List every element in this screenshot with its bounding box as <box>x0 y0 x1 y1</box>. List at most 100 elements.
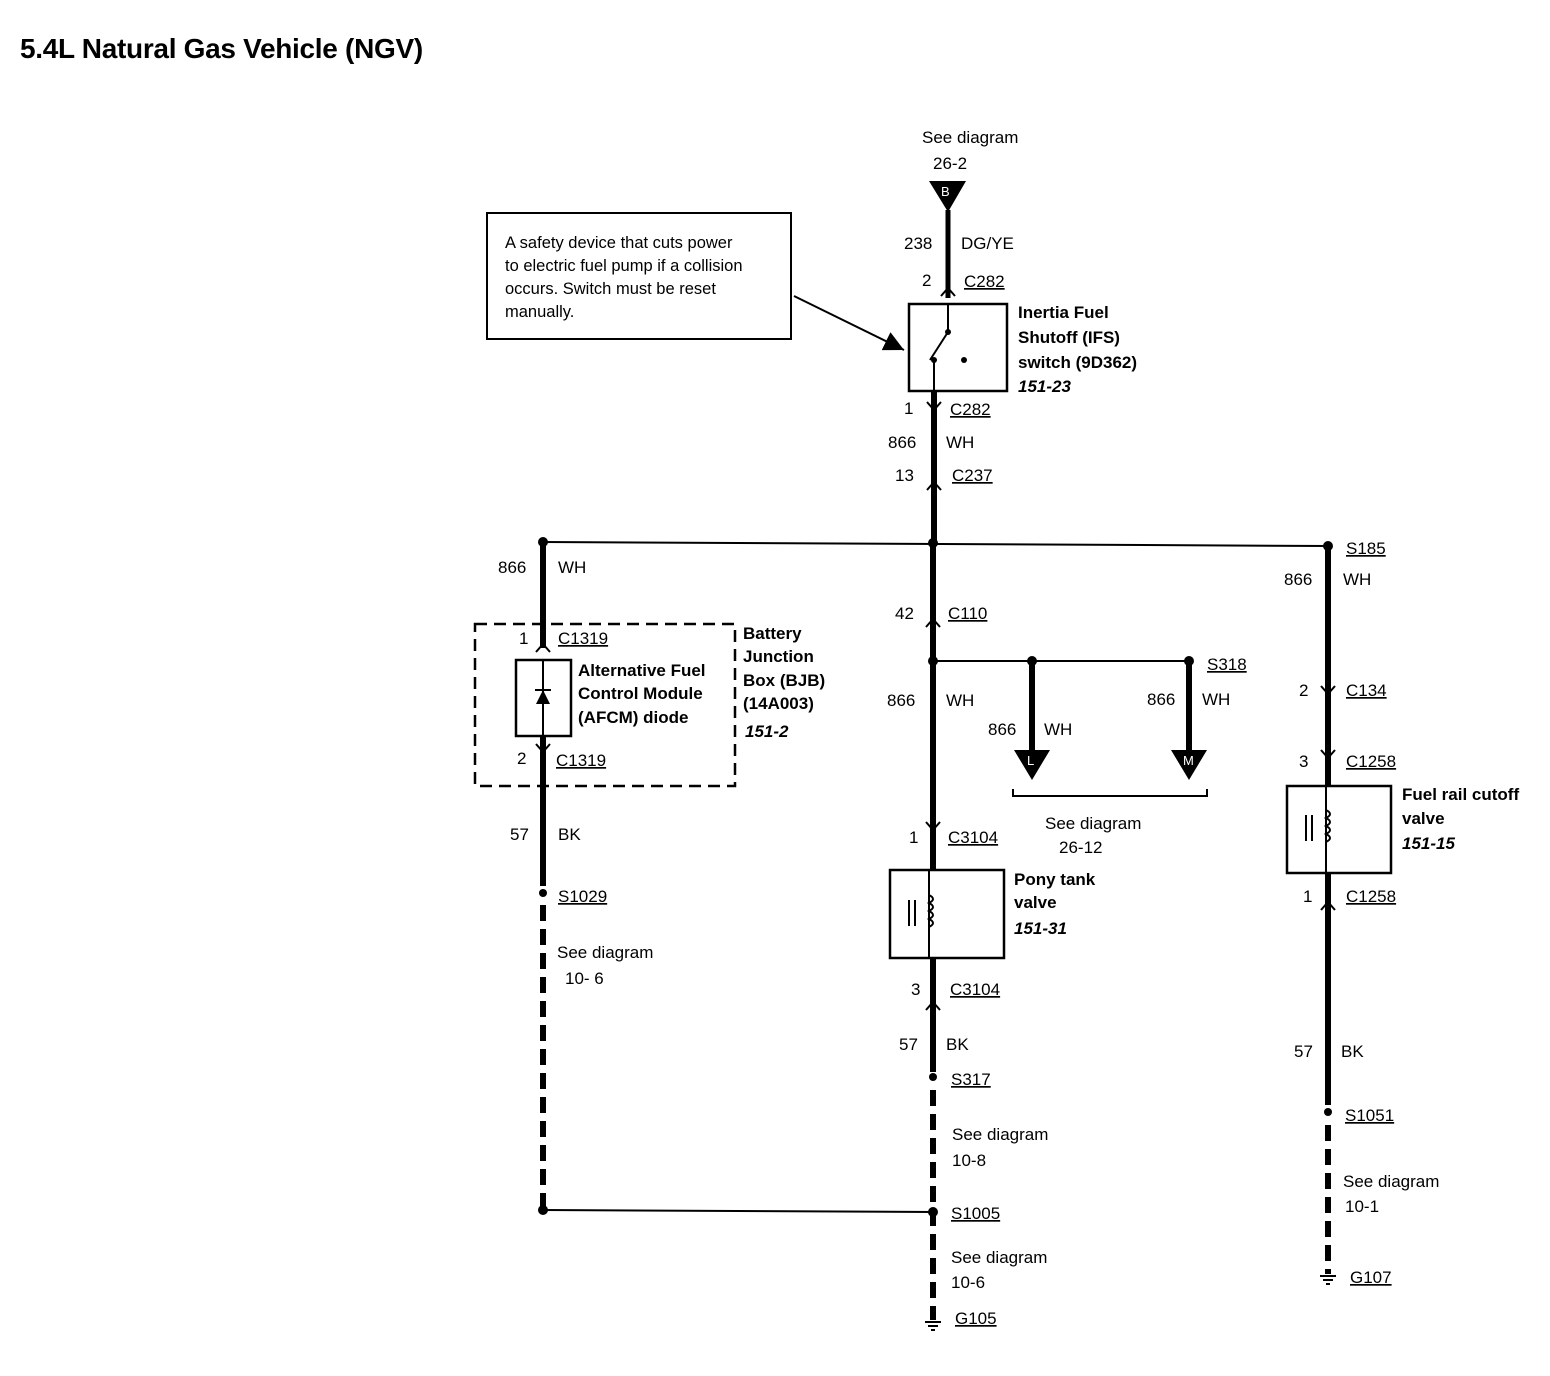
wire-color: BK <box>1341 1042 1364 1061</box>
solenoid-coil-icon <box>1323 809 1331 843</box>
ground-id: G105 <box>955 1309 997 1328</box>
connector-id: C3104 <box>950 980 1000 999</box>
wire-color: WH <box>1202 690 1230 709</box>
connector-id: C1258 <box>1346 887 1396 906</box>
splice-id: S185 <box>1346 539 1386 558</box>
fuel-rail-valve-box <box>1285 784 1393 875</box>
component-name: Pony tank <box>1014 870 1096 889</box>
see-diagram-page: 10- 6 <box>565 969 604 988</box>
pin-number: 2 <box>922 271 931 290</box>
wire-color: WH <box>946 691 974 710</box>
pin-number: 1 <box>519 629 528 648</box>
see-diagram-page: 10-6 <box>951 1273 985 1292</box>
component-name: switch (9D362) <box>1018 353 1137 372</box>
flag-letter: M <box>1183 753 1194 768</box>
circuit-number: 866 <box>1147 690 1175 709</box>
callout-arrow <box>793 295 905 351</box>
center-branch: 42 C110 866 WH 1 C3104 Pony tank valve 1… <box>887 543 1096 1331</box>
splice-id: S1029 <box>558 887 607 906</box>
see-diagram-label: See diagram <box>1343 1172 1439 1191</box>
pin-number: 42 <box>895 604 914 623</box>
diode-icon <box>536 690 550 704</box>
connector-id: C1319 <box>558 629 608 648</box>
circuit-number: 866 <box>887 691 915 710</box>
component-ref: 151-15 <box>1402 834 1455 853</box>
connector-id: C1258 <box>1346 752 1396 771</box>
pin-number: 1 <box>1303 887 1312 906</box>
splice-id: S318 <box>1207 655 1247 674</box>
circuit-number: 866 <box>988 720 1016 739</box>
component-name: Control Module <box>578 684 703 703</box>
circuit-number: 57 <box>899 1035 918 1054</box>
connector-flag-l <box>1014 750 1050 780</box>
solenoid-coil-icon <box>926 894 934 928</box>
wire-color: WH <box>1044 720 1072 739</box>
circuit-number: 57 <box>510 825 529 844</box>
ground-id: G107 <box>1350 1268 1392 1287</box>
see-diagram-page: 26-12 <box>1059 838 1102 857</box>
connector-id: C282 <box>950 400 991 419</box>
component-ref: 151-23 <box>1018 377 1071 396</box>
see-diagram-page: 10-1 <box>1345 1197 1379 1216</box>
pin-number: 13 <box>895 466 914 485</box>
splice-id: S1005 <box>951 1204 1000 1223</box>
circuit-number: 866 <box>1284 570 1312 589</box>
component-name: Box (BJB) <box>743 671 825 690</box>
component-ref: 151-2 <box>745 722 789 741</box>
see-diagram-label: See diagram <box>922 128 1018 147</box>
component-name: Battery <box>743 624 802 643</box>
s318-branches: S318 866 WH L 866 WH M See diagram 26-12 <box>933 655 1247 857</box>
see-diagram-label: See diagram <box>1045 814 1141 833</box>
ifs-output: 1 C282 866 WH 13 C237 <box>888 391 993 542</box>
see-diagram-label: See diagram <box>557 943 653 962</box>
wire-color: WH <box>558 558 586 577</box>
note-line: manually. <box>505 303 575 321</box>
connector-id: C237 <box>952 466 993 485</box>
connector-id: C1319 <box>556 751 606 770</box>
connector-flag-m <box>1171 750 1207 780</box>
wire-color: BK <box>946 1035 969 1054</box>
component-name: (AFCM) diode <box>578 708 688 727</box>
bracket <box>1012 789 1208 797</box>
connector-id: C110 <box>948 604 987 623</box>
see-diagram-page: 10-8 <box>952 1151 986 1170</box>
pin-number: 2 <box>517 749 526 768</box>
flag-letter: B <box>941 184 950 199</box>
connector-id: C282 <box>964 272 1005 291</box>
circuit-number: 57 <box>1294 1042 1313 1061</box>
component-name: valve <box>1402 809 1445 828</box>
component-name: Shutoff (IFS) <box>1018 328 1120 347</box>
component-name: Alternative Fuel <box>578 661 706 680</box>
see-diagram-page: 26-2 <box>933 154 967 173</box>
component-name: (14A003) <box>743 694 814 713</box>
callout-note: A safety device that cuts power to elect… <box>486 212 792 340</box>
wire-color: WH <box>1343 570 1371 589</box>
see-diagram-label: See diagram <box>951 1248 1047 1267</box>
top-feed: See diagram 26-2 B 238 DG/YE 2 C282 <box>904 128 1018 298</box>
component-name: valve <box>1014 893 1057 912</box>
component-name: Inertia Fuel <box>1018 303 1109 322</box>
circuit-number: 238 <box>904 234 932 253</box>
note-line: A safety device that cuts power <box>505 234 733 252</box>
circuit-number: 866 <box>888 433 916 452</box>
note-line: occurs. Switch must be reset <box>505 280 716 298</box>
splice-id: S317 <box>951 1070 991 1089</box>
connector-flag-b <box>929 181 966 212</box>
circuit-number: 866 <box>498 558 526 577</box>
wire-color: BK <box>558 825 581 844</box>
see-diagram-label: See diagram <box>952 1125 1048 1144</box>
pin-number: 1 <box>904 399 913 418</box>
connector-id: C3104 <box>948 828 998 847</box>
right-branch: S185 866 WH 2 C134 3 C1258 Fuel rail cut… <box>1284 539 1519 1287</box>
wire-color: DG/YE <box>961 234 1014 253</box>
ground-bus-line <box>542 1209 934 1213</box>
pin-number: 2 <box>1299 681 1308 700</box>
pony-tank-valve-box <box>888 868 1006 960</box>
pin-number: 1 <box>909 828 918 847</box>
ifs-switch: Inertia Fuel Shutoff (IFS) switch (9D362… <box>907 302 1137 396</box>
pin-number: 3 <box>1299 752 1308 771</box>
splice-id: S1051 <box>1345 1106 1394 1125</box>
component-name: Junction <box>743 647 814 666</box>
page-title: 5.4L Natural Gas Vehicle (NGV) <box>20 33 423 64</box>
